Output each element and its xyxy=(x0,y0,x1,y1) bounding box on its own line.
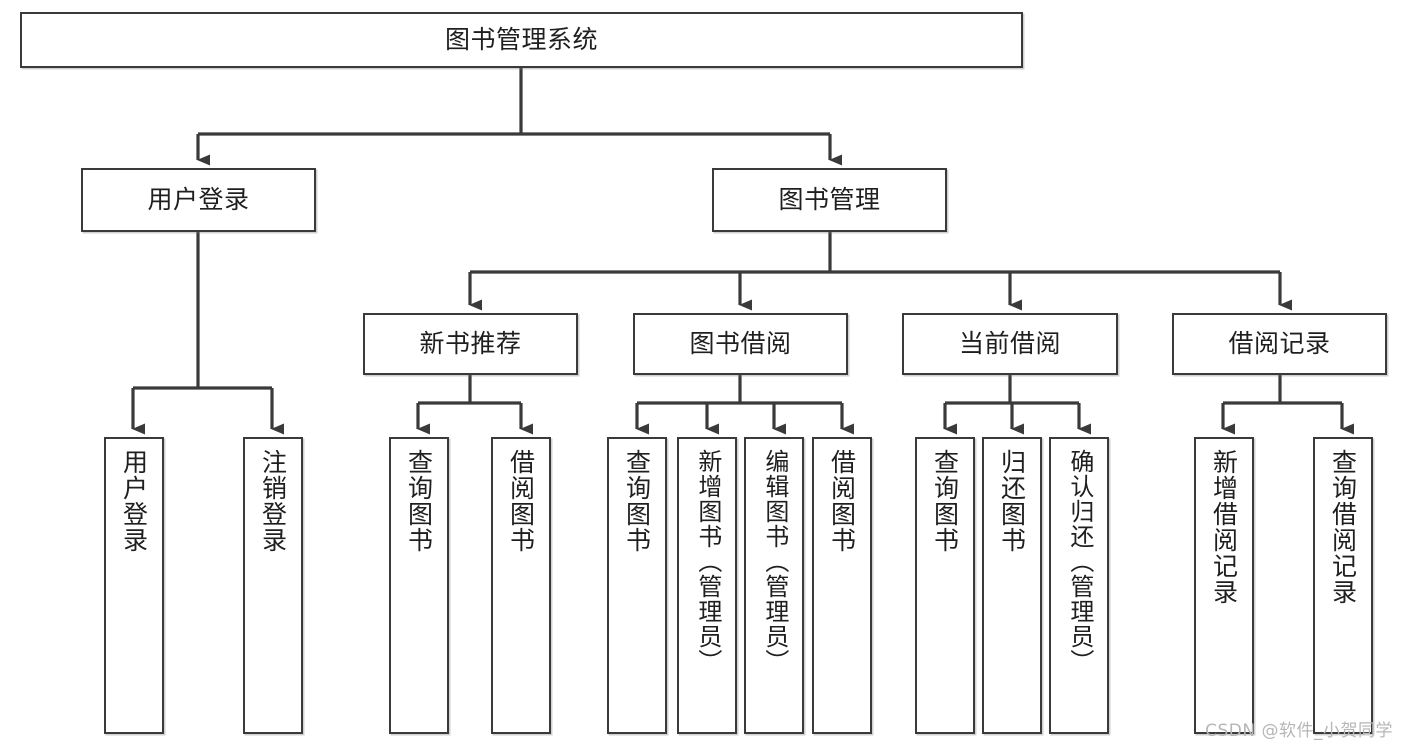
node-label: 查询借阅记录 xyxy=(1328,449,1358,605)
leaf-current-return-book[interactable]: 归还图书 xyxy=(982,437,1042,734)
node-label: 图书借阅 xyxy=(689,329,792,359)
node-label: 归还图书 xyxy=(997,449,1027,553)
leaf-borrow-add-book-admin[interactable]: 新增图书（管理员） xyxy=(677,437,737,734)
node-user-login[interactable]: 用户登录 xyxy=(81,168,316,232)
leaf-user-login-signin[interactable]: 用户登录 xyxy=(104,437,164,734)
leaf-new-book-query[interactable]: 查询图书 xyxy=(389,437,449,734)
node-label: 查询图书 xyxy=(930,449,960,553)
leaf-new-book-borrow[interactable]: 借阅图书 xyxy=(491,437,551,734)
node-root-book-management-system[interactable]: 图书管理系统 xyxy=(20,12,1023,68)
node-label: 用户登录 xyxy=(147,185,250,215)
node-label: 新增图书（管理员） xyxy=(693,449,722,674)
leaf-borrow-edit-book-admin[interactable]: 编辑图书（管理员） xyxy=(744,437,804,734)
node-book-borrowing[interactable]: 图书借阅 xyxy=(633,313,848,375)
node-label: 图书管理 xyxy=(778,185,881,215)
node-label: 当前借阅 xyxy=(958,329,1061,359)
node-borrowing-records[interactable]: 借阅记录 xyxy=(1172,313,1387,375)
node-label: 借阅记录 xyxy=(1228,329,1331,359)
leaf-user-login-signout[interactable]: 注销登录 xyxy=(243,437,303,734)
leaf-current-query-book[interactable]: 查询图书 xyxy=(915,437,975,734)
leaf-borrow-query-book[interactable]: 查询图书 xyxy=(607,437,667,734)
node-current-borrowing[interactable]: 当前借阅 xyxy=(902,313,1118,375)
leaf-borrow-borrow-book[interactable]: 借阅图书 xyxy=(812,437,872,734)
node-label: 借阅图书 xyxy=(827,449,857,553)
node-new-book-recommendation[interactable]: 新书推荐 xyxy=(363,313,578,375)
node-label: 编辑图书（管理员） xyxy=(760,449,789,674)
node-label: 图书管理系统 xyxy=(444,25,598,55)
node-label: 查询图书 xyxy=(404,449,434,553)
node-label: 查询图书 xyxy=(622,449,652,553)
leaf-current-confirm-return-admin[interactable]: 确认归还（管理员） xyxy=(1049,437,1109,734)
node-book-management[interactable]: 图书管理 xyxy=(712,168,947,232)
leaf-records-add-record[interactable]: 新增借阅记录 xyxy=(1194,437,1254,734)
leaf-records-query-record[interactable]: 查询借阅记录 xyxy=(1313,437,1373,734)
node-label: 确认归还（管理员） xyxy=(1065,449,1094,674)
node-label: 借阅图书 xyxy=(506,449,536,553)
node-label: 新增借阅记录 xyxy=(1209,449,1239,605)
node-label: 用户登录 xyxy=(119,449,149,553)
node-label: 注销登录 xyxy=(258,449,288,553)
node-label: 新书推荐 xyxy=(419,329,522,359)
